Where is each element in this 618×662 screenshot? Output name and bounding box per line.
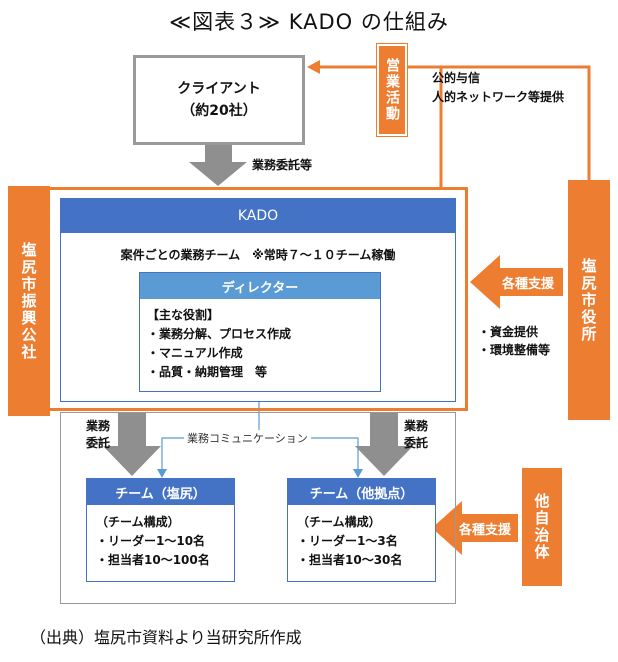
jichitai-support-arrow — [432, 501, 518, 555]
client-name: クライアント — [177, 81, 261, 97]
team-shiojiri-header: チーム（塩尻） — [87, 479, 234, 505]
itaku-right-line: 業務 — [404, 419, 429, 433]
support-label-1: 各種支援 — [501, 276, 554, 292]
itaku-right-line: 委託 — [404, 436, 429, 450]
shikin-label: ・資金提供 — [478, 325, 539, 339]
itaku-left-line: 委託 — [86, 436, 111, 450]
comm-arrow-left — [157, 469, 167, 478]
koteki-label: 公的与信 — [432, 71, 481, 85]
team-area — [60, 412, 456, 604]
itaku-left-label: 業務 委託 — [86, 418, 110, 452]
kado-outer-frame — [47, 187, 468, 411]
role-line: ・マニュアル作成 — [147, 346, 243, 360]
yakusho-to-client-arrowhead — [307, 60, 320, 74]
source-note: （出典）塩尻市資料より当研究所作成 — [30, 628, 302, 647]
team-other-lines: （チーム構成） ・リーダー1～3名 ・担当者10～30名 — [297, 513, 402, 570]
team-line-item: ・リーダー1～10名 — [96, 534, 206, 548]
team-other-header: チーム（他拠点） — [288, 479, 435, 505]
itaku-top-label: 業務委託等 — [252, 158, 313, 172]
role-line: ・品質・納期管理 等 — [147, 365, 268, 379]
role-line: 【主な役割】 — [147, 308, 220, 322]
team-line-item: （チーム構成） — [96, 515, 180, 529]
team-line: 案件ごとの業務チーム ※常時７～１０チーム稼働 — [120, 248, 396, 262]
client-count: （約20社） — [181, 103, 257, 119]
yakusho-support-arrow — [470, 255, 563, 309]
director-roles: 【主な役割】 ・業務分解、プロセス作成 ・マニュアル作成 ・品質・納期管理 等 — [147, 306, 291, 382]
team-line-item: ・担当者10～30名 — [297, 553, 403, 567]
yakusho-to-client-line — [318, 65, 591, 180]
itaku-left-line: 業務 — [86, 419, 111, 433]
comm-label: 業務コミュニケーション — [184, 430, 311, 446]
comm-arrow-right — [353, 469, 363, 478]
jichitai-label: 他自治体 — [522, 468, 562, 586]
role-line: ・業務分解、プロセス作成 — [147, 327, 292, 341]
support-label-2: 各種支援 — [458, 522, 511, 538]
client-box: クライアント （約20社） — [133, 55, 305, 145]
director-header: ディレクター — [140, 273, 380, 299]
team-line-item: ・担当者10～100名 — [96, 553, 210, 567]
diagram-title: ≪図表３≫ KADO の仕組み — [169, 10, 449, 34]
itaku-right-arrow — [355, 413, 413, 476]
yakusho-label: 塩尻市役所 — [568, 180, 610, 420]
jinteki-label: 人的ネットワーク等提供 — [432, 90, 565, 104]
itaku-right-label: 業務 委託 — [404, 418, 428, 452]
team-line-item: ・リーダー1～3名 — [297, 534, 398, 548]
kado-header: KADO — [61, 199, 455, 233]
shinko-label: 塩尻市振興公社 — [8, 186, 50, 416]
kankyo-label: ・環境整備等 — [478, 343, 551, 357]
team-line-item: （チーム構成） — [297, 515, 381, 529]
client-to-kado-arrow — [189, 145, 247, 186]
itaku-left-arrow — [103, 413, 161, 476]
eigyo-label: 営業活動 — [376, 43, 408, 137]
team-shiojiri-lines: （チーム構成） ・リーダー1～10名 ・担当者10～100名 — [96, 513, 210, 570]
